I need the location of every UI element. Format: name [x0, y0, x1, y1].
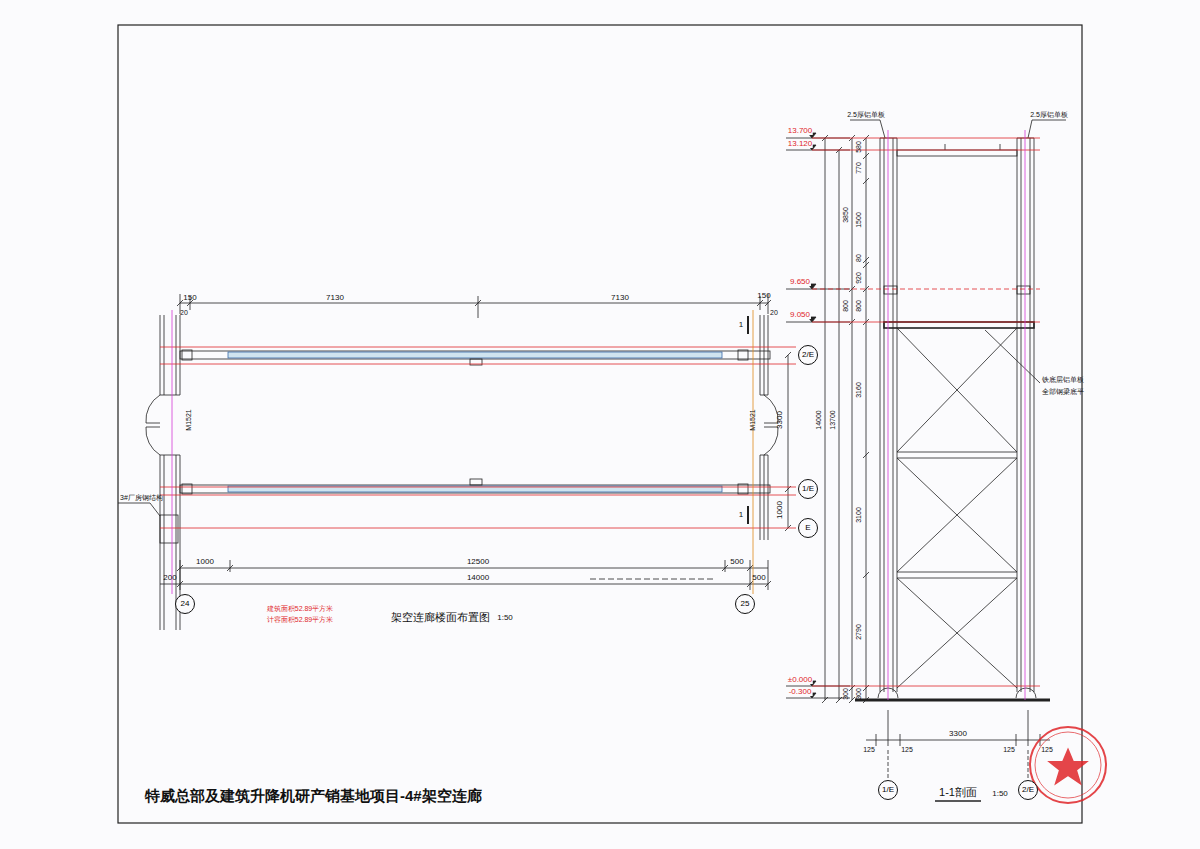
dimension-text: 2790 — [855, 624, 862, 640]
dimension-text: 800 — [855, 300, 862, 312]
scale-text: 1:50 — [497, 614, 513, 622]
area-note: 建筑面积52.89平方米 — [267, 605, 334, 612]
axis-number: 2/E — [802, 351, 814, 359]
dimension-text: 14000 — [467, 574, 489, 582]
section-mark: 1 — [739, 321, 743, 329]
dimension-text: 12500 — [467, 558, 489, 566]
dimension-text: 125 — [863, 746, 875, 753]
dimension-text: 3160 — [855, 382, 862, 398]
dimension-text: 1000 — [196, 558, 214, 566]
note-text: 2.5厚铝单板 — [1030, 111, 1068, 118]
axis-number: 25 — [741, 600, 750, 608]
axis-bubble: 1/E — [878, 780, 898, 800]
dimension-text: 500 — [730, 558, 743, 566]
dimension-text: 20 — [770, 309, 778, 316]
dimension-text: 80 — [855, 254, 862, 262]
dimension-text: 125 — [1041, 746, 1053, 753]
elevation-text: 13.120 — [787, 140, 813, 148]
dimension-text: 3300 — [776, 411, 784, 429]
area-note: 计容面积52.89平方米 — [267, 616, 334, 623]
elevation-text: 9.650 — [789, 278, 811, 286]
axis-bubble: 1/E — [798, 479, 818, 499]
note-text: 铁底层铝单板 — [1042, 376, 1084, 383]
dimension-text: 3850 — [842, 207, 849, 223]
dimension-text: 500 — [752, 574, 765, 582]
axis-bubble: 2/E — [1018, 780, 1038, 800]
dimension-text: 7130 — [611, 294, 629, 302]
dimension-text: 7130 — [326, 294, 344, 302]
dimension-text: 20 — [180, 309, 188, 316]
dimension-text: 125 — [1003, 746, 1015, 753]
axis-bubble: 24 — [175, 594, 195, 614]
drawing-title: 1-1剖面 — [939, 787, 977, 798]
door-tag: M1521 — [185, 409, 192, 430]
axis-bubble: 2/E — [798, 345, 818, 365]
axis-number: 1/E — [802, 485, 814, 493]
door-tag: M1521 — [749, 409, 756, 430]
dimension-text: 1000 — [776, 501, 784, 519]
dimension-text: 125 — [901, 746, 913, 753]
dimension-text: 920 — [855, 272, 862, 284]
dimension-text: 150 — [183, 294, 196, 302]
elevation-text: 13.700 — [787, 127, 813, 135]
axis-number: 24 — [181, 600, 190, 608]
dimension-text: 13700 — [829, 410, 836, 429]
drawing-title: 架空连廊楼面布置图 — [391, 612, 490, 623]
section-mark: 1 — [739, 511, 743, 519]
note-text: 3#厂房钢结构 — [120, 494, 163, 501]
dimension-text: 14000 — [815, 410, 822, 429]
axis-number: 2/E — [1022, 786, 1034, 794]
dimension-text: 800 — [842, 300, 849, 312]
axis-number: 1/E — [882, 786, 894, 794]
dimension-text: 300 — [842, 688, 849, 700]
dimension-text: 300 — [855, 688, 862, 700]
dimension-text: 200 — [163, 574, 176, 582]
dimension-text: 580 — [855, 141, 862, 153]
dimension-text: 1500 — [855, 212, 862, 228]
scale-text: 1:50 — [992, 790, 1008, 798]
note-text: 全部钢梁底平 — [1042, 388, 1084, 395]
note-text: 2.5厚铝单板 — [847, 111, 885, 118]
sheet-title: 特威总部及建筑升降机研产销基地项目-4#架空连廊 — [145, 788, 482, 803]
elevation-text: -0.300 — [788, 688, 813, 696]
dimension-text: 150 — [757, 292, 770, 300]
axis-number: E — [805, 524, 810, 532]
elevation-text: ±0.000 — [787, 676, 813, 684]
dimension-text: 3300 — [949, 730, 967, 738]
dimension-text: 3100 — [855, 507, 862, 523]
elevation-text: 9.050 — [789, 311, 811, 319]
axis-bubble: 25 — [735, 594, 755, 614]
axis-bubble: E — [798, 518, 818, 538]
dimension-text: 770 — [855, 162, 862, 174]
